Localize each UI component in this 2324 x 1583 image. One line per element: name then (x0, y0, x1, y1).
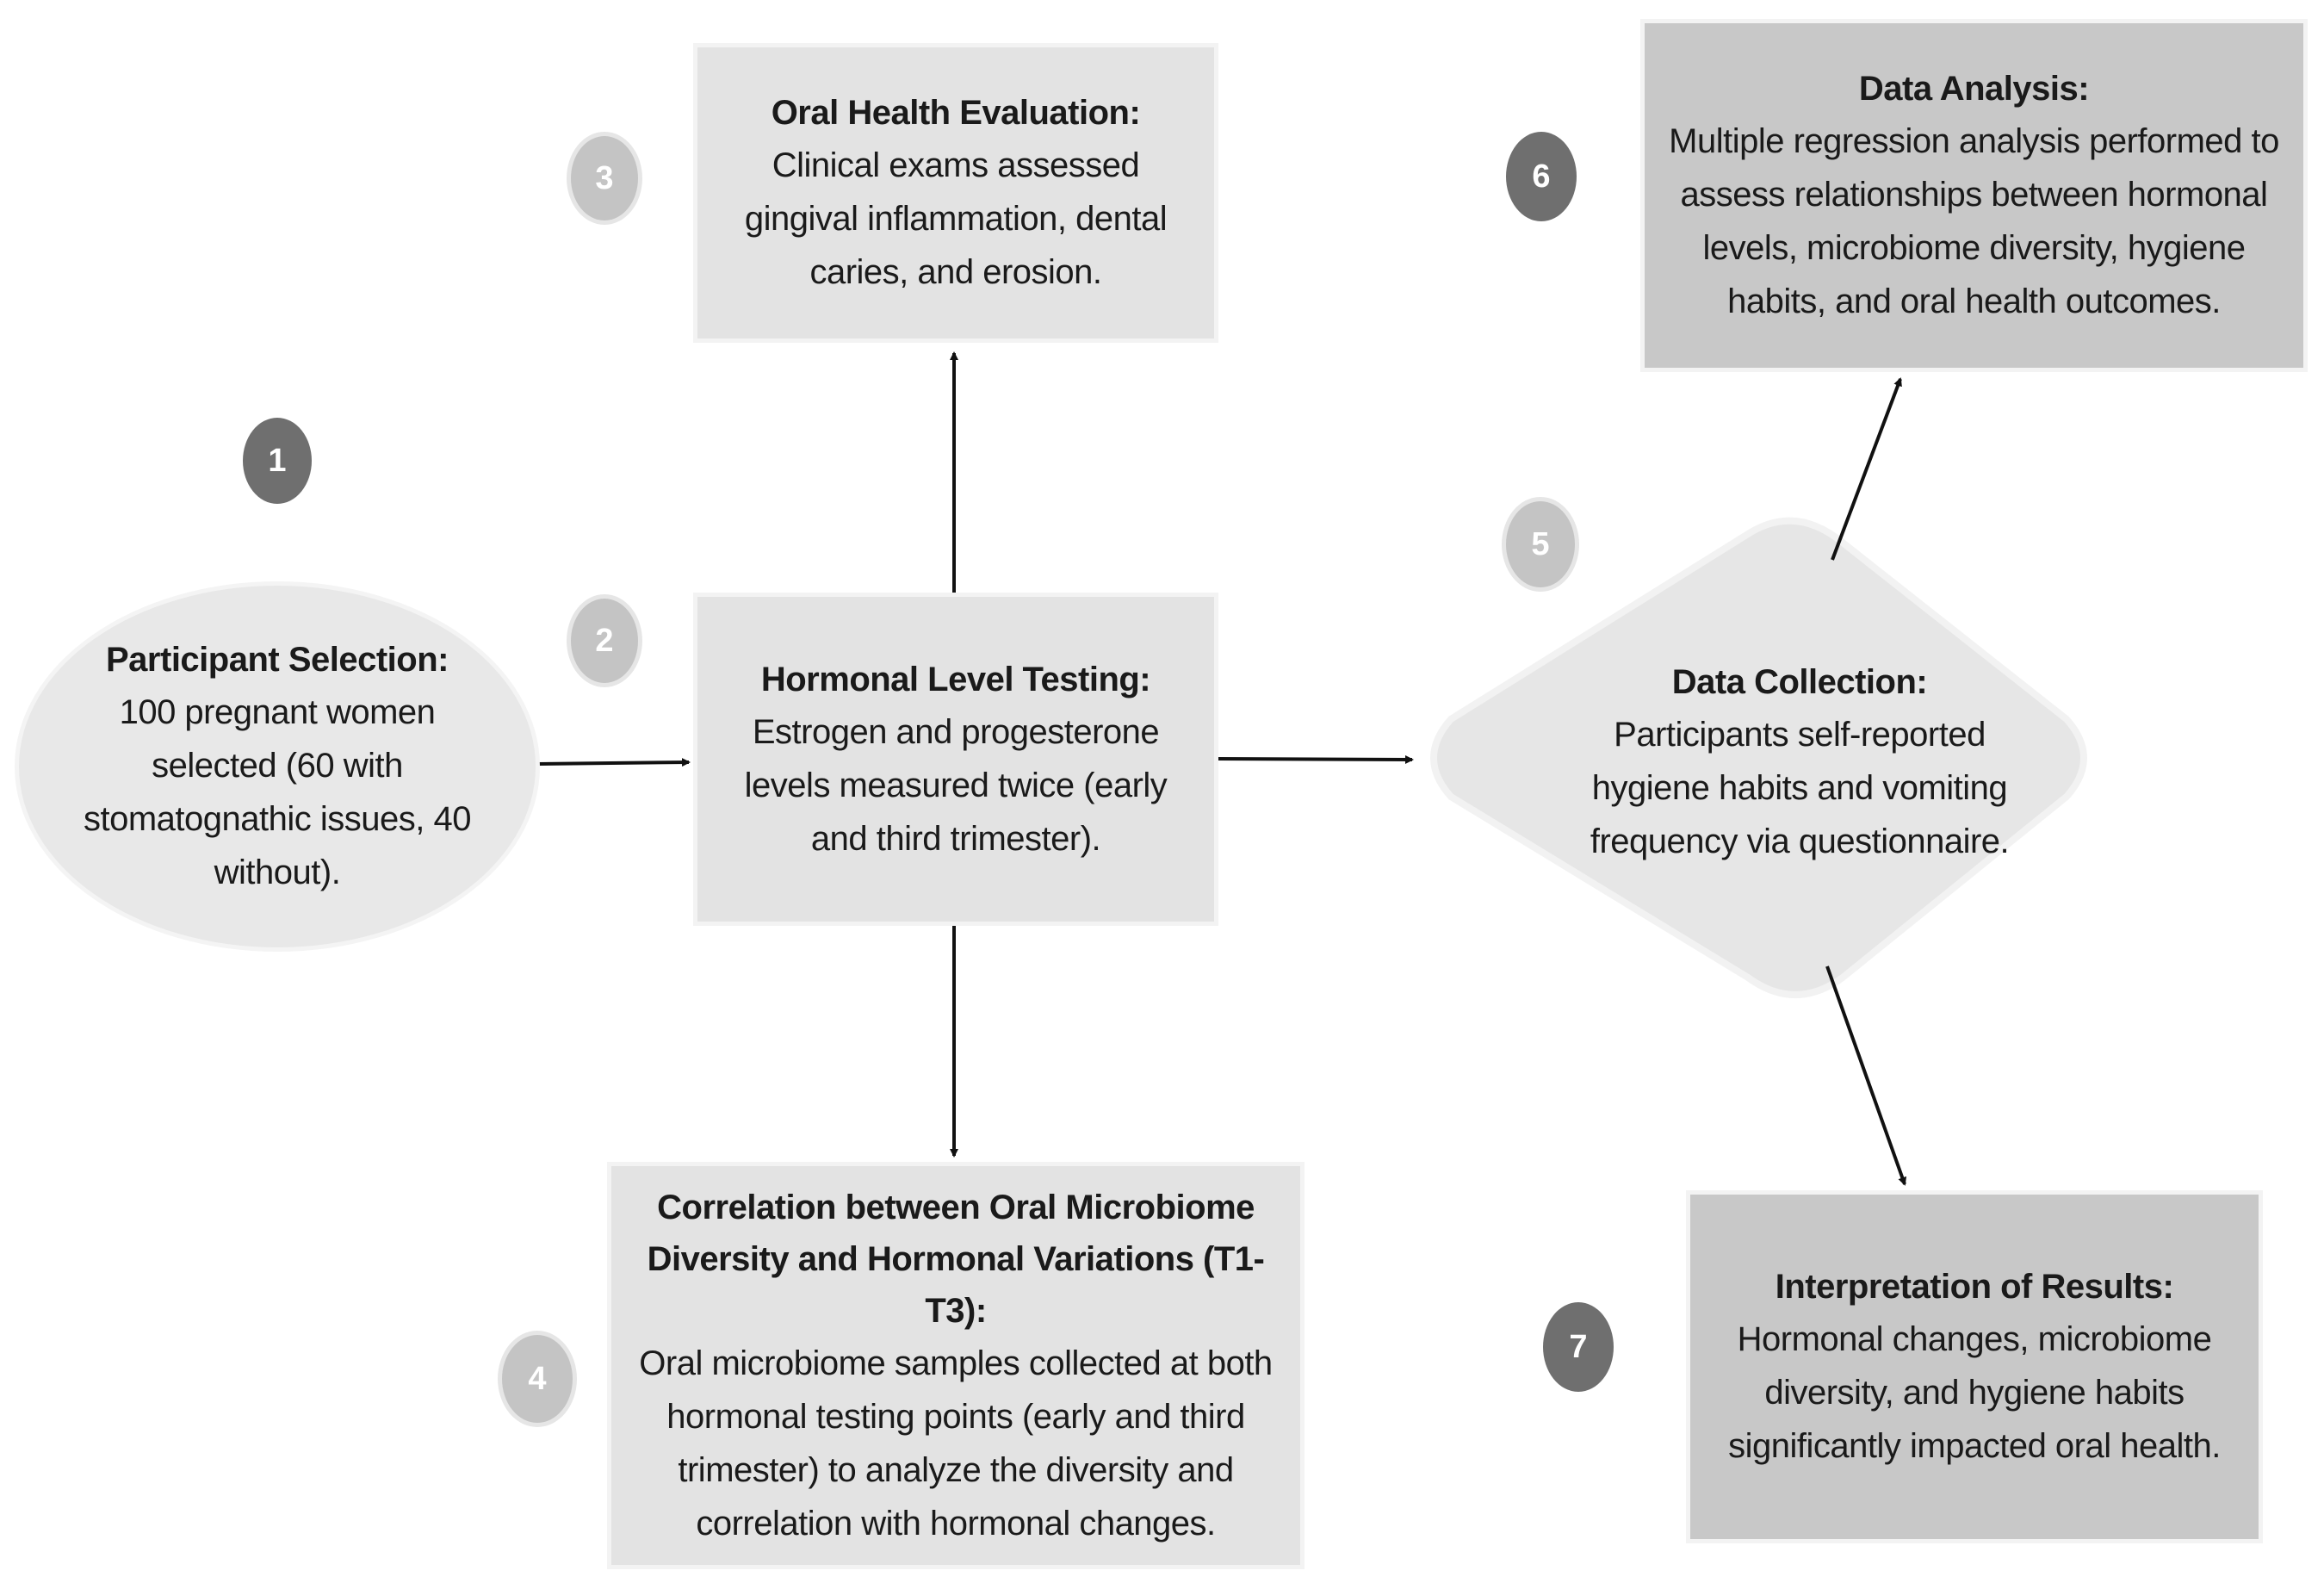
interpretation-title: Interpretation of Results: (1775, 1268, 2174, 1306)
arrow-data-collection-to-analysis (1831, 377, 1902, 561)
data-collection-title: Data Collection: (1671, 663, 1928, 701)
correlation-title: Correlation between Oral Microbiome Dive… (647, 1188, 1265, 1330)
step-badge-6: 6 (1506, 132, 1577, 221)
data-collection-body: Participants self-reported hygiene habit… (1590, 716, 2010, 860)
data-collection-diamond (1430, 517, 2087, 998)
step-badge-3: 3 (571, 136, 638, 220)
participant-selection-node: Participant Selection: 100 pregnant wome… (19, 586, 536, 947)
arrow-data-collection-to-interpretation (1825, 965, 1907, 1186)
interpretation-body: Hormonal changes, microbiome diversity, … (1728, 1320, 2221, 1465)
interpretation-node: Interpretation of Results: Hormonal chan… (1690, 1195, 2259, 1539)
arrow-hormonal-to-data-collection (1215, 754, 1414, 764)
oral-health-title: Oral Health Evaluation: (771, 94, 1141, 132)
data-analysis-node: Data Analysis: Multiple regression analy… (1645, 23, 2303, 368)
step-badge-4: 4 (502, 1335, 573, 1423)
correlation-node: Correlation between Oral Microbiome Dive… (611, 1166, 1300, 1565)
hormonal-testing-node: Hormonal Level Testing: Estrogen and pro… (697, 597, 1214, 922)
hormonal-testing-body: Estrogen and progesterone levels measure… (744, 712, 1168, 858)
data-analysis-title: Data Analysis: (1858, 70, 2090, 108)
data-collection-node: Data Collection: Participants self-repor… (1498, 586, 2101, 939)
correlation-body: Oral microbiome samples collected at bot… (639, 1344, 1273, 1543)
oral-health-body: Clinical exams assessed gingival inflamm… (744, 146, 1168, 291)
participant-selection-title: Participant Selection: (106, 641, 449, 679)
step-badge-1: 1 (243, 418, 312, 504)
arrow-selection-to-hormonal (537, 758, 691, 767)
step-badge-2: 2 (571, 599, 638, 683)
participant-selection-body: 100 pregnant women selected (60 with sto… (84, 693, 471, 891)
step-badge-5: 5 (1506, 501, 1575, 587)
oral-health-node: Oral Health Evaluation: Clinical exams a… (697, 47, 1214, 338)
data-analysis-body: Multiple regression analysis performed t… (1669, 122, 2279, 320)
hormonal-testing-title: Hormonal Level Testing: (760, 660, 1151, 698)
step-badge-7: 7 (1543, 1302, 1614, 1392)
